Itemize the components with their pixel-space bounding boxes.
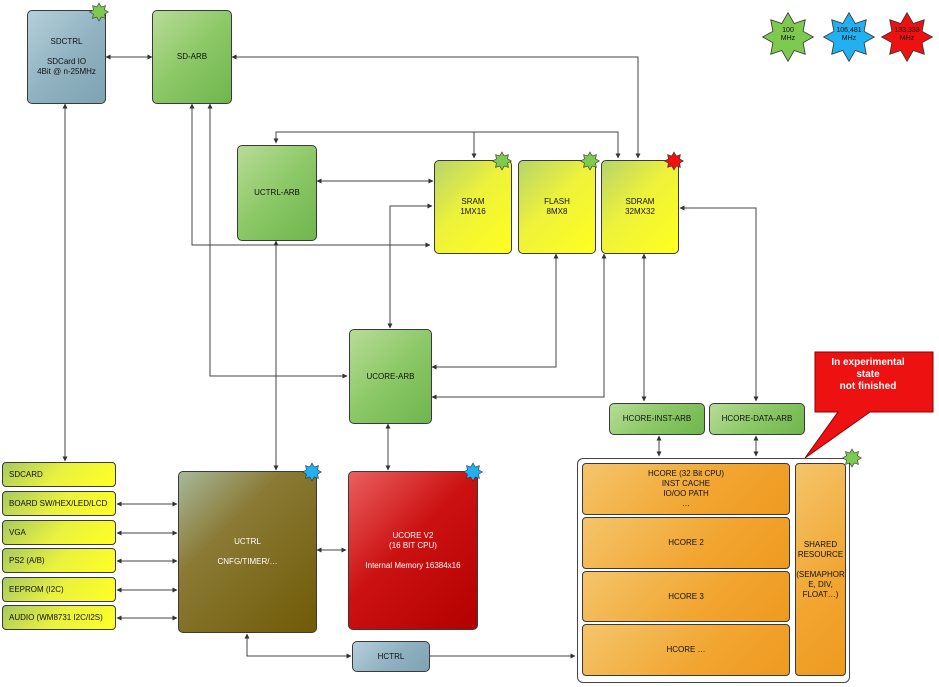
- legend-106mhz: 106,481 MHz: [822, 10, 876, 64]
- sram-label: SRAM 1MX16: [460, 197, 486, 216]
- clock-badge-red-icon: [664, 151, 684, 171]
- peripheral-audio[interactable]: AUDIO (WM8731 I2C/I2S): [2, 605, 116, 630]
- hcore2-label: HCORE 2: [668, 538, 704, 547]
- flash-label: FLASH 8MX8: [544, 197, 570, 216]
- badge-shape: [302, 462, 322, 482]
- badge-shape: [822, 11, 876, 63]
- clock-badge-green-icon: [89, 2, 109, 22]
- legend-100mhz: 100 MHz: [761, 10, 815, 64]
- badge-shape: [842, 448, 862, 468]
- peripheral-label: VGA: [9, 528, 26, 537]
- clock-badge-blue-icon: [463, 462, 483, 482]
- flash-block[interactable]: FLASH 8MX8: [518, 160, 596, 254]
- legend-badge-icon: [822, 11, 876, 63]
- link-uctrlarb-top: [273, 131, 621, 159]
- hctrl-label: HCTRL: [377, 651, 405, 661]
- link-sdram-dataarb: [679, 205, 759, 402]
- peripheral-ps2[interactable]: PS2 (A/B): [2, 548, 116, 573]
- hcore-data-arb-block[interactable]: HCORE-DATA-ARB: [709, 403, 805, 435]
- sd-arb-block[interactable]: SD-ARB: [152, 10, 232, 104]
- link-uctrl-hctrl: [244, 633, 352, 659]
- ucore-arb-block[interactable]: UCORE-ARB: [349, 329, 432, 424]
- legend-label: 100 MHz: [780, 27, 796, 43]
- sdctrl-block[interactable]: SDCTRL SDCard IO 4Bit @ n-25MHz: [27, 10, 106, 104]
- callout-bubble: [804, 351, 934, 459]
- shared-resource-label: SHARED RESOURCE (SEMAPHOR E, DIV, FLOAT……: [796, 539, 845, 599]
- peripheral-eeprom[interactable]: EEPROM (I2C): [2, 577, 116, 602]
- peripheral-label: BOARD SW/HEX/LED/LCD: [9, 499, 108, 508]
- sd-arb-label: SD-ARB: [176, 52, 208, 61]
- hcore3-block[interactable]: HCORE 3: [582, 571, 790, 622]
- uctrl-arb-block[interactable]: UCTRL-ARB: [237, 145, 317, 241]
- peripheral-vga[interactable]: VGA: [2, 520, 116, 545]
- uctrl-arb-label: UCTRL-ARB: [254, 188, 300, 197]
- link-sdarb-sdram: [231, 54, 641, 159]
- sram-block[interactable]: SRAM 1MX16: [434, 160, 512, 254]
- badge-shape: [664, 151, 684, 171]
- hcore1-block[interactable]: HCORE (32 Bit CPU) INST CACHE IO/OO PATH…: [582, 463, 790, 515]
- shared-resource-block[interactable]: SHARED RESOURCE (SEMAPHOR E, DIV, FLOAT……: [795, 463, 846, 676]
- badge-shape: [580, 151, 600, 171]
- legend-badge-icon: [761, 11, 815, 63]
- peripheral-label: EEPROM (I2C): [9, 585, 64, 594]
- sdram-label: SDRAM 32MX32: [625, 197, 655, 216]
- peripheral-label: PS2 (A/B): [9, 556, 45, 565]
- hcore1-label: HCORE (32 Bit CPU) INST CACHE IO/OO PATH…: [647, 469, 724, 508]
- badge-shape: [761, 11, 815, 63]
- clock-badge-green-icon: [580, 151, 600, 171]
- peripheral-board[interactable]: BOARD SW/HEX/LED/LCD: [2, 491, 116, 516]
- hctrl-block[interactable]: HCTRL: [352, 641, 430, 672]
- peripheral-label: SDCARD: [9, 470, 43, 479]
- hcore-inst-arb-block[interactable]: HCORE-INST-ARB: [609, 403, 705, 435]
- clock-badge-blue-icon: [302, 462, 322, 482]
- uctrl-label: UCTRL CNFG/TIMER/…: [217, 537, 278, 566]
- legend-badge-icon: [880, 11, 934, 63]
- badge-shape: [492, 151, 512, 171]
- hcore2-block[interactable]: HCORE 2: [582, 517, 790, 569]
- uctrl-block[interactable]: UCTRL CNFG/TIMER/…: [178, 471, 317, 633]
- link-ucorearb-sram: [387, 203, 433, 329]
- callout-text: In experimental state not finished: [831, 357, 905, 392]
- hcore-data-arb-label: HCORE-DATA-ARB: [721, 414, 793, 423]
- peripheral-label: AUDIO (WM8731 I2C/I2S): [9, 613, 103, 622]
- legend-label: 106,481 MHz: [836, 27, 862, 43]
- ucore-block[interactable]: UCORE V2 (16 BIT CPU) Internal Memory 16…: [348, 471, 478, 630]
- link-sdarb-sram: [189, 103, 431, 248]
- ucore-arb-label: UCORE-ARB: [366, 371, 415, 381]
- peripheral-sdcard[interactable]: SDCARD: [2, 462, 116, 487]
- hcore-inst-arb-label: HCORE-INST-ARB: [622, 414, 692, 423]
- clock-badge-green-icon: [492, 151, 512, 171]
- sdram-block[interactable]: SDRAM 32MX32: [601, 160, 679, 254]
- legend-label: 133,333 MHz: [894, 27, 920, 43]
- hcore3-label: HCORE 3: [668, 591, 704, 601]
- badge-shape: [89, 2, 109, 22]
- link-sdarb-ucorearb: [207, 103, 348, 379]
- sdctrl-label: SDCTRL SDCard IO 4Bit @ n-25MHz: [37, 37, 96, 76]
- badge-shape: [880, 11, 934, 63]
- link-ucorearb-sdram: [431, 253, 607, 400]
- hcore4-block[interactable]: HCORE …: [582, 624, 790, 676]
- hcore4-label: HCORE …: [666, 645, 706, 654]
- badge-shape: [463, 462, 483, 482]
- clock-badge-green-icon: [842, 448, 862, 468]
- ucore-label: UCORE V2 (16 BIT CPU) Internal Memory 16…: [365, 530, 461, 570]
- legend-133mhz: 133,333 MHz: [880, 10, 934, 64]
